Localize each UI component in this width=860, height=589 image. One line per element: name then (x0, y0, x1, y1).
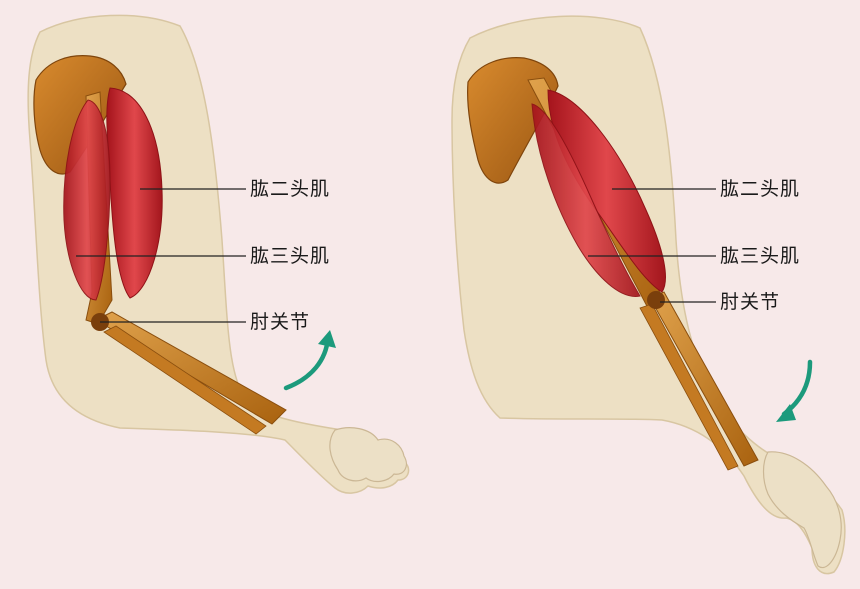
flexed-biceps-label: 肱二头肌 (250, 178, 330, 200)
extended-arm-figure (452, 16, 845, 573)
extended-triceps-label: 肱三头肌 (720, 245, 800, 267)
extended-biceps-label: 肱二头肌 (720, 178, 800, 200)
flexed-arm-figure (28, 15, 408, 493)
flexed-arrow-head (318, 330, 336, 348)
extended-elbow-label: 肘关节 (720, 291, 780, 313)
flexed-hand (330, 428, 407, 482)
flexed-curved-arrow (286, 338, 328, 388)
flexed-triceps-label: 肱三头肌 (250, 245, 330, 267)
flexed-elbow-label: 肘关节 (250, 311, 310, 333)
extended-curved-arrow (784, 362, 810, 414)
extended-elbow-joint (647, 291, 665, 309)
